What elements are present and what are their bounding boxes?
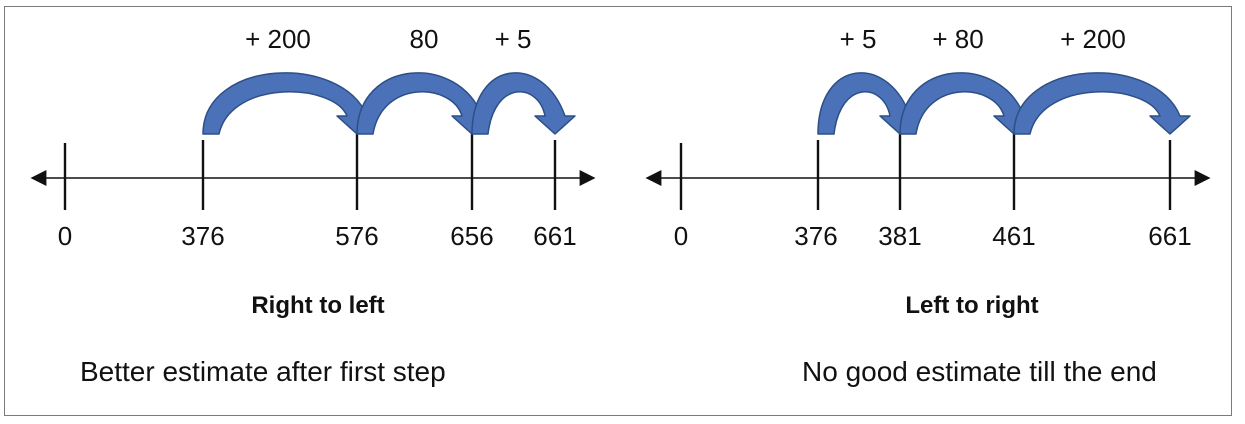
jump-arrow xyxy=(471,72,576,135)
jump-label: + 200 xyxy=(245,24,311,54)
tick-label: 0 xyxy=(674,221,688,251)
jump-label: + 80 xyxy=(932,24,983,54)
tick-label: 656 xyxy=(450,221,493,251)
caption-right-to-left: Right to left xyxy=(251,292,385,319)
jump-label: + 5 xyxy=(840,24,877,54)
jump-arrow xyxy=(1013,72,1191,135)
tick-label: 661 xyxy=(533,221,576,251)
figure-frame xyxy=(4,6,1232,416)
jump-arrow xyxy=(899,72,1035,135)
jump-label: 80 xyxy=(410,24,439,54)
tick-label: 461 xyxy=(992,221,1035,251)
panel-right-to-left: 0 376 576 656 661 + 200 80 + 5 xyxy=(30,24,596,251)
tick-label: 661 xyxy=(1148,221,1191,251)
tick-label: 381 xyxy=(878,221,921,251)
caption-left-to-right: Left to right xyxy=(905,292,1039,319)
note-right-to-left: Better estimate after first step xyxy=(80,356,446,387)
jump-label: + 5 xyxy=(495,24,532,54)
tick-label: 576 xyxy=(335,221,378,251)
tick-label: 376 xyxy=(181,221,224,251)
jump-label: + 200 xyxy=(1060,24,1126,54)
note-left-to-right: No good estimate till the end xyxy=(802,356,1157,387)
tick-label: 376 xyxy=(794,221,837,251)
panel-left-to-right: 0 376 381 461 661 + 5 + 80 + 200 xyxy=(645,24,1211,251)
tick-label: 0 xyxy=(58,221,72,251)
jump-arrow xyxy=(202,72,378,135)
